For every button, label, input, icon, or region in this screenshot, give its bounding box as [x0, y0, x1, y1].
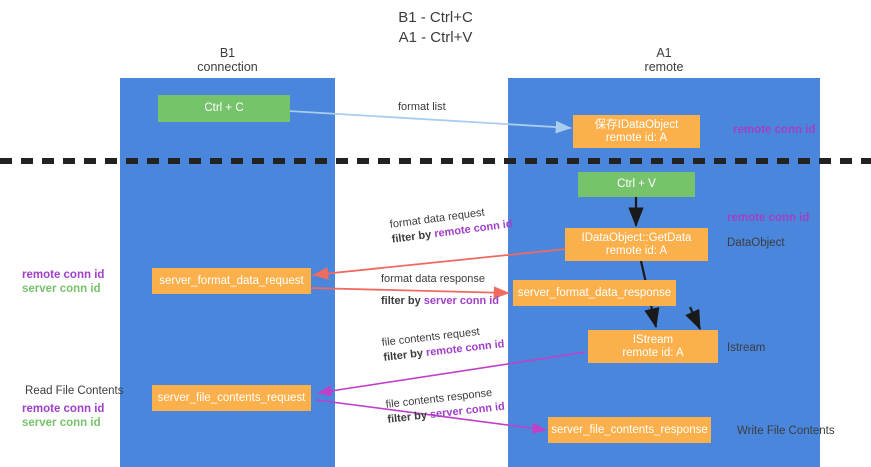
lane-b1-name: B1 [219, 46, 236, 60]
edge-label-format-data-request: format data request filter by remote con… [389, 206, 514, 246]
node-server-file-contents-response[interactable]: server_file_contents_response [548, 417, 711, 443]
node-server-file-contents-response-label: server_file_contents_response [551, 423, 708, 436]
label-remote-conn-id-mid: remote conn id [727, 212, 810, 224]
node-server-file-contents-request-label: server_file_contents_request [157, 391, 306, 404]
edge-label-file-contents-response: file contents response filter by server … [385, 386, 506, 426]
lane-header-a1: A1 remote [508, 46, 820, 74]
page-title: B1 - Ctrl+C A1 - Ctrl+V [0, 8, 871, 48]
node-server-format-data-request-label: server_format_data_request [159, 274, 304, 287]
label-dataobject: DataObject [727, 237, 785, 249]
lane-b1-sub: connection [197, 60, 258, 74]
node-istream-id: remote id: A [622, 346, 684, 359]
edge-label-file-contents-request: file contents request filter by remote c… [381, 325, 506, 364]
node-getdata-title: IDataObject::GetData [581, 231, 692, 244]
node-server-format-data-response[interactable]: server_format_data_response [513, 280, 676, 306]
node-save-idataobject[interactable]: 保存IDataObject remote id: A [573, 115, 700, 148]
node-save-idataobject-id: remote id: A [605, 131, 668, 144]
label-write-file-contents: Write File Contents [737, 425, 835, 437]
title-line-2: A1 - Ctrl+V [398, 29, 473, 46]
node-server-format-data-request[interactable]: server_format_data_request [152, 268, 311, 294]
title-line-1: B1 - Ctrl+C [398, 9, 473, 26]
lane-a1-name: A1 [656, 46, 672, 60]
edge-label-format-data-response: format data response filter by server co… [381, 273, 499, 307]
node-ctrl-c[interactable]: Ctrl + C [158, 95, 290, 122]
label-read-file-contents: Read File Contents [25, 385, 124, 397]
node-server-file-contents-request[interactable]: server_file_contents_request [152, 385, 311, 411]
label-conn-ids-upper: remote conn id server conn id [22, 269, 105, 295]
node-istream[interactable]: IStream remote id: A [588, 330, 718, 363]
node-ctrl-v-label: Ctrl + V [617, 178, 656, 190]
label-conn-ids-lower: remote conn id server conn id [22, 403, 105, 429]
node-ctrl-c-label: Ctrl + C [204, 102, 244, 114]
node-server-format-data-response-label: server_format_data_response [517, 286, 672, 299]
node-save-idataobject-title: 保存IDataObject [594, 118, 679, 131]
node-getdata-id: remote id: A [605, 244, 668, 257]
edge-label-format-list: format list [398, 101, 446, 113]
edge-label-fdres-filter: filter by server conn id [381, 295, 499, 307]
label-istream: Istream [727, 342, 766, 354]
node-istream-title: IStream [632, 333, 674, 346]
node-ctrl-v[interactable]: Ctrl + V [578, 172, 695, 197]
lane-a1-sub: remote [644, 60, 684, 74]
lane-header-b1: B1 connection [120, 46, 335, 74]
label-remote-conn-id-top: remote conn id [733, 124, 816, 136]
node-idataobject-getdata[interactable]: IDataObject::GetData remote id: A [565, 228, 708, 261]
